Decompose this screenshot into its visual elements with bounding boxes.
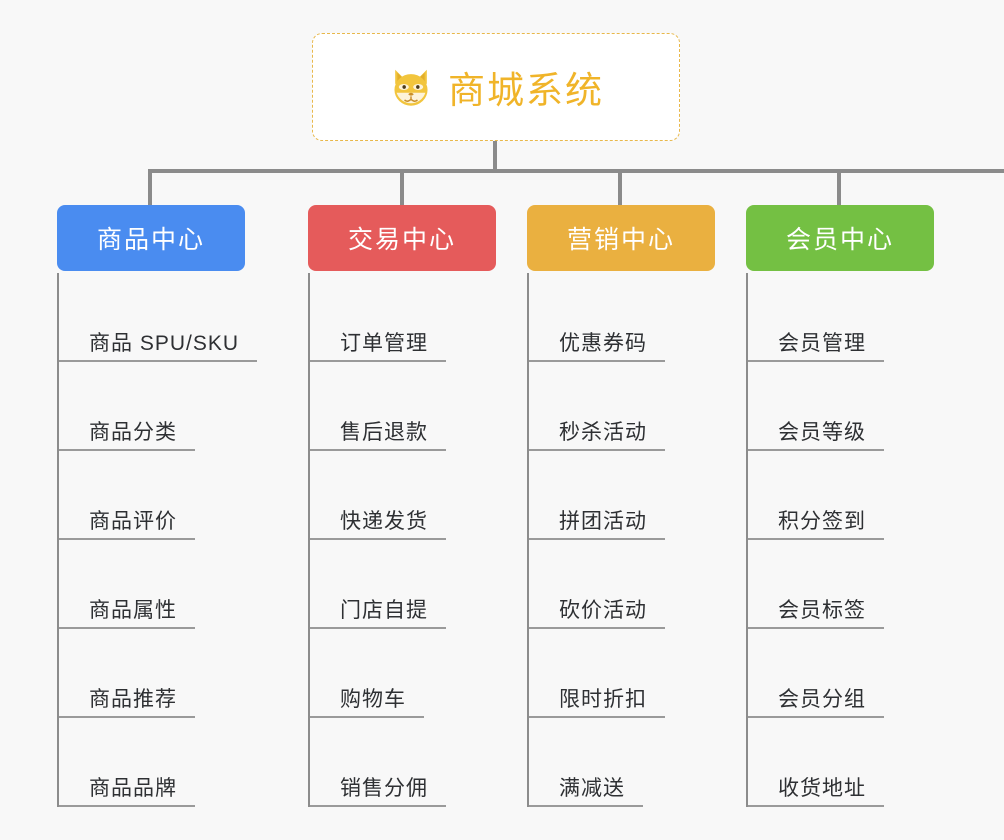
branch-header-product[interactable]: 商品中心 <box>57 205 245 271</box>
list-item[interactable]: 会员标签 <box>748 540 934 629</box>
list-item-label: 满减送 <box>559 776 625 800</box>
branch-column-trade: 交易中心 订单管理 售后退款 快递发货 门店自提 购物车 <box>308 205 496 807</box>
list-item[interactable]: 会员等级 <box>748 362 934 451</box>
branch-header-label: 会员中心 <box>785 226 894 254</box>
connector-drop-3 <box>837 169 841 207</box>
list-item-rule <box>529 627 665 629</box>
list-item-rule <box>310 716 424 718</box>
list-item-label: 限时折扣 <box>559 687 647 711</box>
list-item-rule <box>529 449 665 451</box>
branch-items-member: 会员管理 会员等级 积分签到 会员标签 会员分组 收货地址 <box>746 273 934 807</box>
list-item-rule <box>310 627 446 629</box>
branch-column-product: 商品中心 商品 SPU/SKU 商品分类 商品评价 商品属性 商品推荐 <box>57 205 257 807</box>
branch-items-product: 商品 SPU/SKU 商品分类 商品评价 商品属性 商品推荐 商品品牌 <box>57 273 257 807</box>
list-item-label: 快递发货 <box>340 509 428 533</box>
list-item-rule <box>748 805 884 807</box>
list-item[interactable]: 积分签到 <box>748 451 934 540</box>
list-item-label: 积分签到 <box>778 509 866 533</box>
list-item-label: 商品品牌 <box>89 776 177 800</box>
list-item-label: 优惠券码 <box>559 331 647 355</box>
list-item-rule <box>748 449 884 451</box>
list-item-label: 会员标签 <box>778 598 866 622</box>
list-item[interactable]: 限时折扣 <box>529 629 715 718</box>
list-item-label: 商品 SPU/SKU <box>89 331 240 355</box>
list-item-rule <box>748 627 884 629</box>
list-item-label: 商品推荐 <box>89 687 177 711</box>
list-item-label: 商品分类 <box>89 420 177 444</box>
list-item-rule <box>529 805 643 807</box>
root-title: 商城系统 <box>448 70 604 111</box>
list-item-rule <box>310 449 446 451</box>
list-item-rule <box>59 805 195 807</box>
connector-horizontal-bar <box>150 169 1004 173</box>
list-item-label: 售后退款 <box>340 420 428 444</box>
list-item[interactable]: 会员分组 <box>748 629 934 718</box>
list-item-rule <box>310 805 446 807</box>
list-item-label: 订单管理 <box>340 331 428 355</box>
list-item[interactable]: 商品分类 <box>59 362 245 451</box>
list-item-label: 拼团活动 <box>559 509 647 533</box>
list-item-label: 购物车 <box>340 687 406 711</box>
list-item-rule <box>59 538 195 540</box>
list-item[interactable]: 门店自提 <box>310 540 496 629</box>
branch-items-marketing: 优惠券码 秒杀活动 拼团活动 砍价活动 限时折扣 满减送 <box>527 273 715 807</box>
list-item-label: 砍价活动 <box>559 598 647 622</box>
list-item[interactable]: 售后退款 <box>310 362 496 451</box>
list-item-rule <box>59 360 257 362</box>
list-item-rule <box>748 360 884 362</box>
branch-header-member[interactable]: 会员中心 <box>746 205 934 271</box>
list-item[interactable]: 优惠券码 <box>529 273 715 362</box>
list-item-rule <box>748 716 884 718</box>
connector-drop-2 <box>618 169 622 207</box>
list-item-rule <box>529 538 665 540</box>
list-item[interactable]: 订单管理 <box>310 273 496 362</box>
list-item[interactable]: 销售分佣 <box>310 718 496 807</box>
connector-trunk <box>493 141 497 171</box>
list-item-label: 门店自提 <box>340 598 428 622</box>
list-item[interactable]: 秒杀活动 <box>529 362 715 451</box>
list-item-label: 秒杀活动 <box>559 420 647 444</box>
list-item[interactable]: 收货地址 <box>748 718 934 807</box>
list-item[interactable]: 会员管理 <box>748 273 934 362</box>
branch-header-label: 交易中心 <box>347 226 456 254</box>
list-item-label: 商品属性 <box>89 598 177 622</box>
list-item[interactable]: 商品推荐 <box>59 629 245 718</box>
list-item-label: 收货地址 <box>778 776 866 800</box>
list-item-rule <box>310 538 446 540</box>
list-item[interactable]: 商品 SPU/SKU <box>59 273 257 362</box>
branch-header-trade[interactable]: 交易中心 <box>308 205 496 271</box>
list-item-rule <box>310 360 446 362</box>
list-item-rule <box>748 538 884 540</box>
branch-column-member: 会员中心 会员管理 会员等级 积分签到 会员标签 会员分组 <box>746 205 934 807</box>
shiba-dog-face-icon <box>388 64 434 110</box>
branch-header-marketing[interactable]: 营销中心 <box>527 205 715 271</box>
list-item-label: 会员管理 <box>778 331 866 355</box>
branch-header-label: 营销中心 <box>566 226 675 254</box>
list-item-rule <box>529 716 665 718</box>
list-item-label: 商品评价 <box>89 509 177 533</box>
list-item-label: 会员分组 <box>778 687 866 711</box>
list-item-label: 会员等级 <box>778 420 866 444</box>
list-item[interactable]: 商品品牌 <box>59 718 245 807</box>
list-item-rule <box>529 360 665 362</box>
list-item-rule <box>59 716 195 718</box>
list-item[interactable]: 商品属性 <box>59 540 245 629</box>
list-item[interactable]: 商品评价 <box>59 451 245 540</box>
branch-column-marketing: 营销中心 优惠券码 秒杀活动 拼团活动 砍价活动 限时折扣 <box>527 205 715 807</box>
list-item-rule <box>59 449 195 451</box>
connector-drop-1 <box>400 169 404 207</box>
list-item[interactable]: 砍价活动 <box>529 540 715 629</box>
branch-items-trade: 订单管理 售后退款 快递发货 门店自提 购物车 销售分佣 <box>308 273 496 807</box>
branch-header-label: 商品中心 <box>96 226 205 254</box>
list-item[interactable]: 满减送 <box>529 718 715 807</box>
list-item[interactable]: 快递发货 <box>310 451 496 540</box>
list-item-rule <box>59 627 195 629</box>
connector-drop-0 <box>148 169 152 207</box>
list-item[interactable]: 拼团活动 <box>529 451 715 540</box>
list-item[interactable]: 购物车 <box>310 629 496 718</box>
list-item-label: 销售分佣 <box>340 776 428 800</box>
root-node[interactable]: 商城系统 <box>312 33 680 141</box>
